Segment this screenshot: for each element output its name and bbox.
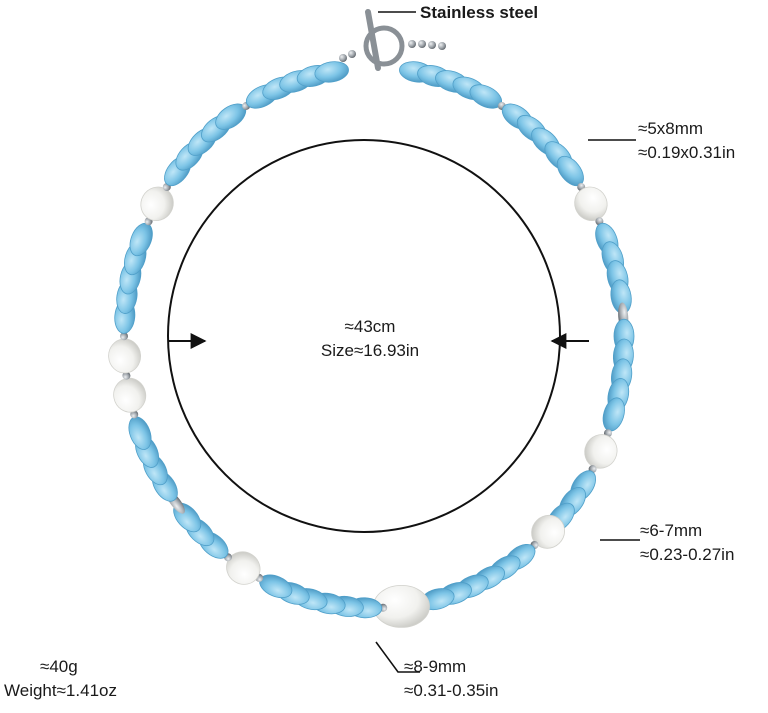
toggle-clasp	[339, 9, 446, 71]
pearl-side-size-1: ≈6-7mm	[640, 521, 703, 540]
steel-spacer-bead	[122, 371, 131, 380]
bead-size-label-2: ≈0.19x0.31in	[638, 143, 736, 162]
weight-label-g: ≈40g	[40, 657, 78, 676]
weight-label-oz: Weight≈1.41oz	[4, 681, 117, 700]
pearl-bead	[574, 186, 608, 221]
pearl-center-size-1: ≈8-9mm	[404, 657, 467, 676]
pearl-bead	[108, 338, 142, 374]
pearl-bead	[113, 377, 147, 413]
bead-size-label-1: ≈5x8mm	[638, 119, 704, 138]
pearl-bead	[140, 186, 174, 221]
clasp-material-label: Stainless steel	[420, 3, 539, 22]
pearl-bead	[584, 434, 618, 469]
leader-lines	[375, 11, 640, 673]
size-label-cm: ≈43cm	[344, 317, 396, 336]
turquoise-bead	[314, 61, 349, 83]
pearl-side-size-2: ≈0.23-0.27in	[640, 545, 735, 564]
steel-spacer-bead	[120, 332, 128, 341]
size-label-in: Size≈16.93in	[320, 341, 420, 360]
pearl-center-size-2: ≈0.31-0.35in	[404, 681, 499, 700]
bead-strand	[108, 61, 635, 628]
